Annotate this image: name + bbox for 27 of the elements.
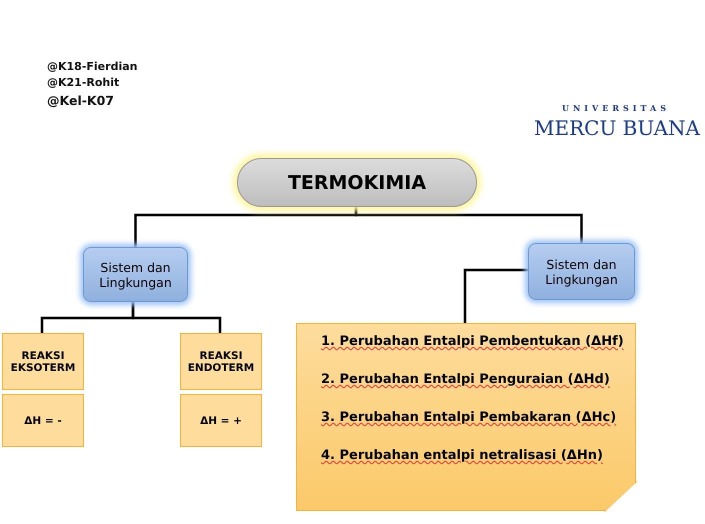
node-label: ΔH = - — [23, 414, 63, 426]
group-tag: @Kel-K07 — [47, 93, 114, 108]
node-label: Sistem dan Lingkungan — [98, 260, 173, 290]
list-item: 1. Perubahan Entalpi Pembentukan (ΔHf) — [321, 334, 624, 349]
node-label: TERMOKIMIA — [286, 172, 428, 194]
connector-line — [354, 207, 583, 243]
connector-line — [132, 302, 222, 333]
university-name: MERCU BUANA — [534, 116, 700, 140]
university-label: UNIVERSITAS — [562, 103, 670, 113]
author-tag: @K21-Rohit — [47, 76, 120, 89]
connector-line — [464, 268, 528, 323]
note-card — [296, 323, 636, 511]
list-item: 3. Perubahan Entalpi Pembakaran (ΔHc) — [321, 410, 616, 425]
reaction-box — [180, 333, 262, 390]
reaction-box — [2, 394, 84, 447]
reaction-box — [180, 394, 262, 447]
node-label: Sistem dan Lingkungan — [544, 256, 619, 286]
title-pill — [237, 158, 477, 207]
node-label: REAKSI ENDOTERM — [186, 350, 256, 374]
list-item: 4. Perubahan entalpi netralisasi (ΔHn) — [321, 448, 603, 463]
reaction-box — [2, 333, 84, 390]
node-label: REAKSI EKSOTERM — [10, 350, 76, 374]
concept-box — [528, 243, 635, 300]
concept-box — [83, 247, 188, 302]
node-label: ΔH = + — [199, 414, 243, 426]
author-tag: @K18-Fierdian — [47, 60, 138, 73]
list-item: 2. Perubahan Entalpi Penguraian (ΔHd) — [321, 372, 610, 387]
